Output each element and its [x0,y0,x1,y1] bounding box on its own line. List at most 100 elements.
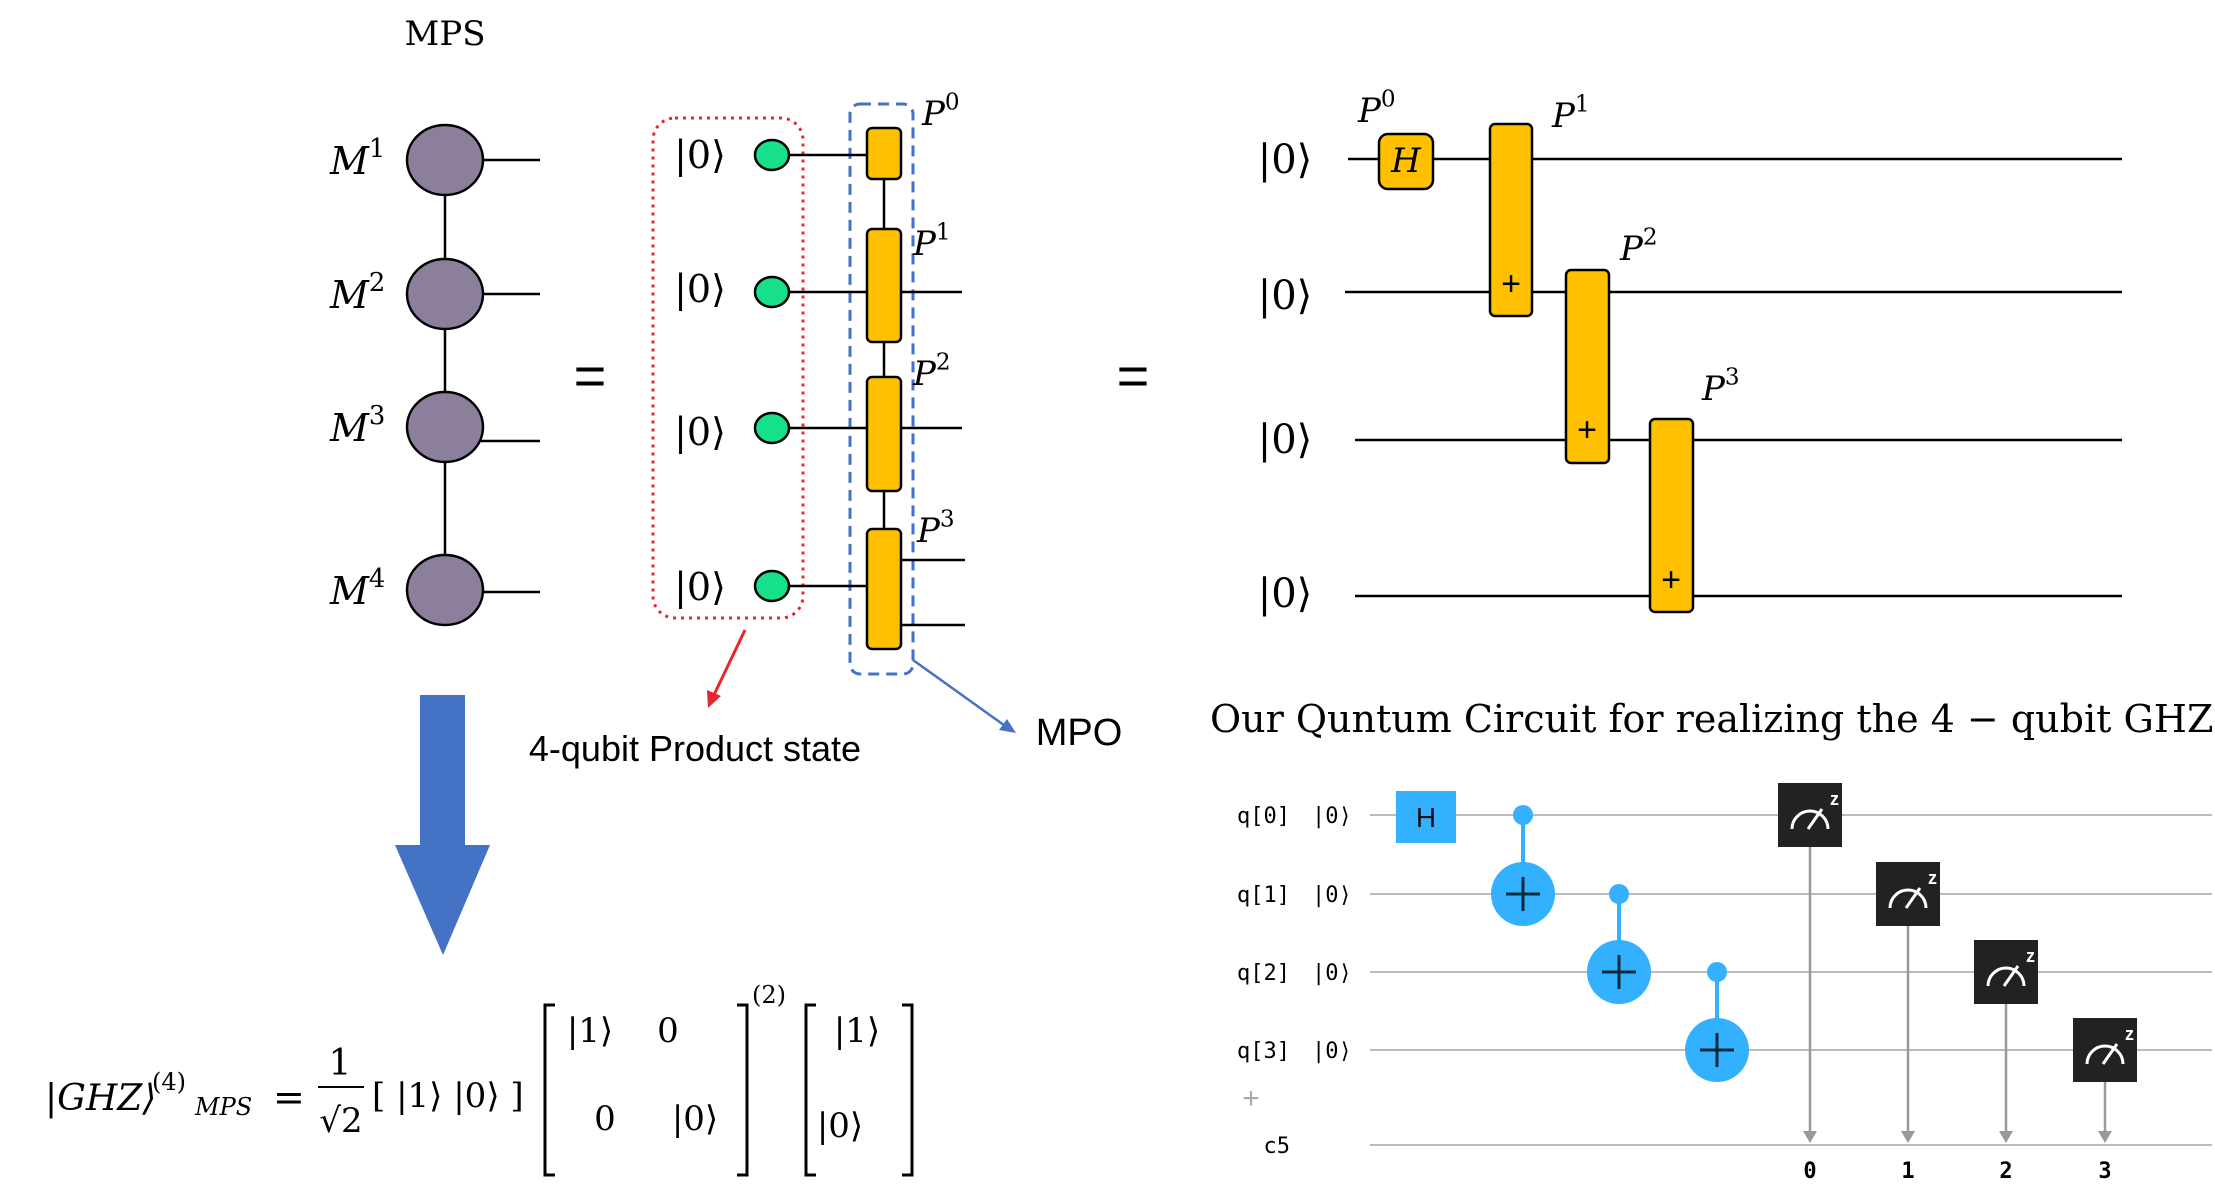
mps-node [405,553,485,627]
equals-sign-right: = [1117,344,1150,407]
target-plus: + [1501,265,1521,303]
measure-basis: z [1928,868,1937,888]
qubit-node [753,411,791,445]
h-gate-label: H [1390,141,1422,181]
cnot-control-dot [1609,884,1629,904]
ghz-formula: |GHZ⟩ (4) MPS = 1 √2 [ |1⟩ |0⟩ ] |1⟩ 0 0… [45,981,914,1177]
mps-node [405,390,485,464]
matrix-bracket-right [737,1003,749,1177]
mps-node [405,123,485,197]
ket-zero: |0⟩ [1258,137,1313,183]
mpo-wires [788,153,965,627]
qubit-init: |0⟩ [1312,1039,1352,1064]
classical-bit-index: 1 [1901,1159,1914,1184]
product-state-label: 4-qubit Product state [529,728,861,769]
measure-gate[interactable]: z1 [1876,862,1940,1184]
meter-icon [1888,888,1928,909]
measure-arrow [1803,1131,1817,1143]
qiskit-h-label: H [1416,802,1436,833]
qubit-init: |0⟩ [1312,883,1352,908]
matrix-a22: |0⟩ [672,1099,718,1139]
measure-arrow [1999,1131,2013,1143]
qiskit-h-gate[interactable] [1396,791,1456,843]
frac-denominator: √2 [319,1101,362,1141]
qubit-node [753,569,791,603]
mpo-block-label: P3 [916,507,955,551]
mpo-box [848,102,915,676]
matrix-power: (2) [752,981,786,1009]
circuit-caption: Our Quntum Circuit for realizing the 4 −… [1210,697,2213,741]
cnot-control-dot [1513,805,1533,825]
formula-lhs-sub: MPS [194,1093,252,1121]
qubit-init: |0⟩ [1312,804,1352,829]
big-down-arrow [395,695,490,955]
cnot-block-3 [1648,417,1695,614]
mpo-block-p0 [865,126,903,181]
measure-arrow [1901,1131,1915,1143]
matrix-a11: |1⟩ [567,1011,613,1051]
classical-bit-index: 0 [1803,1159,1816,1184]
row-vector: [ |1⟩ |0⟩ ] [372,1076,524,1116]
formula-equals: = [273,1075,305,1119]
ket-zero: |0⟩ [674,133,726,177]
mps-title: MPS [405,14,486,54]
qiskit-cnot[interactable] [1491,805,1555,926]
equals-sign-left: = [574,344,607,407]
circuit-block-label: P1 [1551,92,1590,136]
matrix-a21: 0 [594,1099,616,1139]
qiskit-cnot[interactable] [1685,962,1749,1082]
qubit-label: q[1] [1237,883,1290,908]
measure-gate[interactable]: z3 [2073,1018,2137,1184]
qiskit-cnot[interactable] [1587,884,1651,1004]
column-top: |1⟩ [834,1011,880,1051]
ket-zero: |0⟩ [1258,273,1313,319]
meter-icon [2085,1044,2125,1065]
ket-zero: |0⟩ [1258,417,1313,463]
classical-bit-index: 2 [1999,1159,2012,1184]
measure-gate[interactable]: z2 [1974,940,2038,1184]
qubit-label: q[2] [1237,961,1290,986]
circuit-block-label: P2 [1619,225,1658,269]
measure-basis: z [2125,1024,2134,1044]
matrix-bracket-left [543,1003,555,1177]
qubit-init: |0⟩ [1312,961,1352,986]
column-bottom: |0⟩ [817,1106,863,1146]
mpo-block-p2 [865,375,903,493]
circuit-gates [1377,122,1695,614]
mpo-block-p3 [865,527,903,651]
h-gate-box [1377,132,1435,191]
meter-icon [1790,809,1830,830]
mpo-block-p1 [865,227,903,344]
qubit-nodes [753,138,791,603]
mps-site-label: M4 [329,564,385,613]
cnot-target-symbols: + + + [1501,265,1681,599]
mps-site-label: M2 [329,268,385,317]
frac-numerator: 1 [329,1043,352,1084]
measure-gate[interactable]: z0 [1778,783,1842,1184]
product-state-box [651,116,805,620]
circuit-block-label: P0 [1357,87,1396,131]
circuit-block-label: P3 [1701,365,1740,409]
mpo-blocks [865,126,903,651]
add-register-icon[interactable]: + [1242,1082,1260,1115]
formula-lhs-ket: |GHZ⟩ [45,1078,156,1119]
matrix-a12: 0 [657,1011,679,1051]
measure-basis: z [1830,789,1839,809]
mpo-block-label: P1 [912,220,951,264]
middle-kets: |0⟩ |0⟩ |0⟩ |0⟩ [674,133,726,609]
cnot-block-2 [1564,268,1611,465]
cnot-block-1 [1488,122,1534,318]
qubit-label: q[3] [1237,1039,1290,1064]
target-plus: + [1577,411,1597,449]
mpo-block-label: P0 [921,90,960,134]
mps-chain [443,158,540,594]
classical-register-label: c5 [1264,1134,1291,1159]
classical-bit-index: 3 [2098,1159,2111,1184]
target-plus: + [1661,561,1681,599]
mpo-pointer [912,658,1016,733]
measure-arrow [2098,1131,2112,1143]
